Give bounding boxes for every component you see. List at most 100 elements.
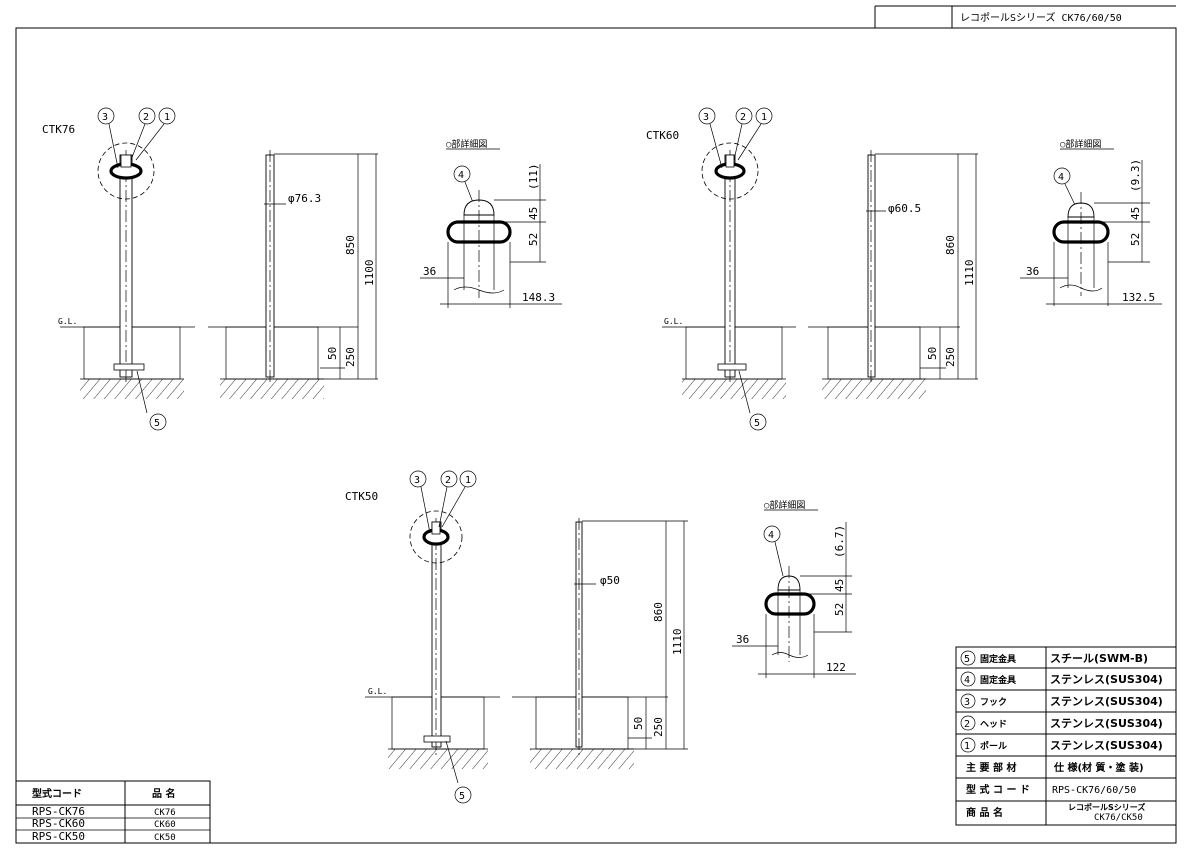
width-dim: 122 — [826, 661, 846, 674]
main-parts-value: 仕 様(材 質・塗 装) — [1053, 761, 1144, 774]
svg-text:ステンレス(SUS304): ステンレス(SUS304) — [1050, 717, 1163, 730]
svg-text:スチール(SWM-B): スチール(SWM-B) — [1050, 652, 1148, 665]
model-label: CTK60 — [646, 129, 679, 142]
svg-text:3: 3 — [414, 475, 420, 486]
base-dim: 50 — [926, 347, 939, 360]
svg-text:3: 3 — [102, 112, 108, 123]
code-row-1: RPS-CK76 — [32, 805, 85, 818]
svg-text:2: 2 — [143, 112, 149, 123]
ground-label: G.L. — [368, 687, 387, 696]
svg-text:2: 2 — [445, 475, 451, 486]
svg-text:フック: フック — [980, 697, 1007, 708]
code-table: 型式コード 品 名 RPS-CK76 CK76 RPS-CK60 CK60 RP… — [15, 780, 211, 844]
ring-dim: 52 — [833, 603, 846, 616]
sheet-frame — [15, 27, 1177, 844]
svg-text:4: 4 — [458, 170, 464, 181]
width-dim: 132.5 — [1122, 291, 1155, 304]
code-header: 型式コード — [32, 787, 82, 800]
height-above-dim: 850 — [344, 235, 357, 255]
ground-label: G.L. — [664, 317, 683, 326]
diameter-dim: φ60.5 — [888, 202, 921, 215]
detail-view: ○部詳細図 4 (6.7) 45 52 36 122 — [732, 499, 856, 678]
hook-dim: (6.7) — [833, 525, 846, 558]
part-callouts: 3 2 1 5 — [698, 107, 773, 431]
title-strip: レコポールSシリーズ CK76/60/50 — [874, 5, 1176, 28]
code-label: 型 式 コ ー ド — [966, 783, 1030, 796]
total-height-dim: 1110 — [671, 629, 684, 656]
part-callouts: 3 2 1 5 — [97, 107, 176, 431]
name-row-1: CK76 — [154, 808, 176, 818]
hook-dim: (11) — [527, 164, 540, 191]
code-row-2: RPS-CK60 — [32, 817, 85, 830]
parts-row-5: 5 固定金具 スチール(SWM-B) — [960, 650, 1148, 666]
base-dim: 50 — [326, 347, 339, 360]
part-callouts: 3 2 1 5 — [409, 470, 477, 804]
ground-label: G.L. — [58, 317, 77, 326]
front-view: φ50 860 1110 50 250 — [512, 518, 688, 769]
side-view: G.L. — [365, 510, 500, 784]
svg-text:ステンレス(SUS304): ステンレス(SUS304) — [1050, 739, 1163, 752]
svg-text:4: 4 — [768, 530, 774, 541]
svg-text:1: 1 — [465, 475, 471, 486]
svg-text:固定金具: 固定金具 — [980, 674, 1016, 686]
gap-dim: 36 — [423, 265, 436, 278]
svg-text:5: 5 — [459, 791, 465, 802]
model-ctk50: CTK50 G.L. 3 2 1 5 — [345, 470, 856, 804]
depth-dim: 250 — [344, 347, 357, 367]
detail-view: ○部詳細図 4 (9.3) 45 52 36 132.5 — [1020, 138, 1162, 306]
svg-text:ポール: ポール — [980, 740, 1007, 752]
svg-text:3: 3 — [703, 112, 709, 123]
code-row-3: RPS-CK50 — [32, 830, 85, 843]
side-view: G.L. — [662, 142, 796, 414]
gap-dim: 36 — [1026, 265, 1039, 278]
model-label: CTK76 — [42, 123, 75, 136]
diameter-dim: φ50 — [600, 574, 620, 587]
height-above-dim: 860 — [652, 602, 665, 622]
base-dim: 50 — [632, 717, 645, 730]
name-row-2: CK60 — [154, 820, 176, 830]
front-view: φ60.5 860 1110 50 250 — [808, 150, 978, 399]
head-dim: 45 — [527, 207, 540, 220]
parts-row-2: 2 ヘッド ステンレス(SUS304) — [960, 715, 1163, 731]
depth-dim: 250 — [944, 347, 957, 367]
product-name-label: 商 品 名 — [966, 806, 1003, 819]
hook-dim: (9.3) — [1129, 159, 1142, 192]
model-ctk60: CTK60 G.L. 3 2 1 5 — [646, 107, 1162, 431]
name-row-3: CK50 — [154, 833, 176, 843]
detail-view: ○部詳細図 4 (11) 45 52 36 148.3 — [420, 138, 562, 308]
gap-dim: 36 — [736, 633, 749, 646]
svg-text:2: 2 — [740, 112, 746, 123]
head-dim: 45 — [833, 579, 846, 592]
head-dim: 45 — [1129, 207, 1142, 220]
svg-text:5: 5 — [754, 418, 760, 429]
title-strip-text: レコポールSシリーズ CK76/60/50 — [960, 11, 1122, 24]
product-name-value-1: レコポールSシリーズ — [1068, 802, 1145, 812]
svg-text:1: 1 — [964, 741, 970, 752]
ring-dim: 52 — [1129, 233, 1142, 246]
front-view: φ76.3 850 1100 50 250 — [208, 150, 378, 399]
svg-text:ステンレス(SUS304): ステンレス(SUS304) — [1050, 695, 1163, 708]
parts-row-4: 4 固定金具 ステンレス(SUS304) — [960, 671, 1163, 687]
parts-row-1: 1 ポール ステンレス(SUS304) — [960, 737, 1163, 753]
svg-text:1: 1 — [164, 112, 170, 123]
svg-text:4: 4 — [1058, 172, 1064, 183]
parts-table: 5 固定金具 スチール(SWM-B) 4 固定金具 ステンレス(SUS304) … — [955, 646, 1177, 826]
depth-dim: 250 — [652, 717, 665, 737]
main-parts-label: 主 要 部 材 — [966, 761, 1016, 774]
width-dim: 148.3 — [522, 291, 555, 304]
svg-text:3: 3 — [964, 697, 970, 708]
svg-text:ヘッド: ヘッド — [980, 719, 1007, 730]
svg-text:固定金具: 固定金具 — [980, 653, 1016, 665]
total-height-dim: 1100 — [363, 260, 376, 287]
detail-label: ○部詳細図 — [446, 138, 487, 150]
diameter-dim: φ76.3 — [288, 192, 321, 205]
code-value: RPS-CK76/60/50 — [1052, 785, 1136, 796]
svg-text:ステンレス(SUS304): ステンレス(SUS304) — [1050, 673, 1163, 686]
name-header: 品 名 — [152, 787, 175, 800]
parts-row-3: 3 フック ステンレス(SUS304) — [960, 693, 1163, 709]
svg-text:5: 5 — [964, 654, 970, 665]
svg-text:1: 1 — [761, 112, 767, 123]
height-above-dim: 860 — [944, 235, 957, 255]
product-name-value-2: CK76/CK50 — [1094, 813, 1143, 823]
